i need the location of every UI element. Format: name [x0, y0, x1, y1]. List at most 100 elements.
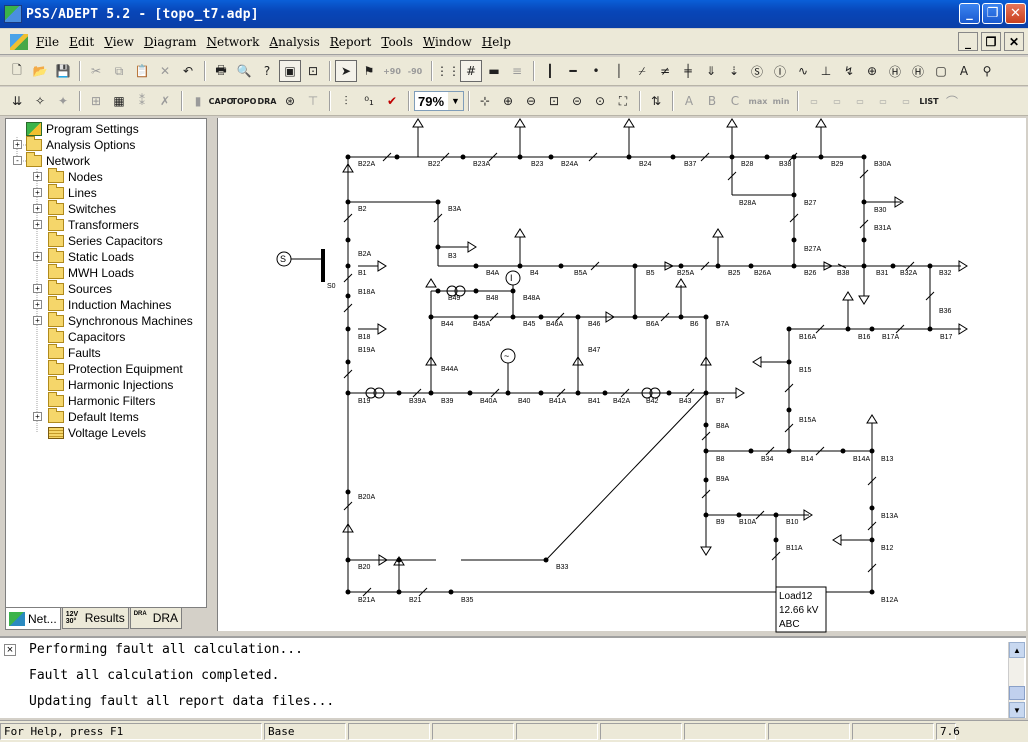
bus-label[interactable]: B17A: [882, 334, 899, 341]
bus-label[interactable]: B10A: [739, 519, 756, 526]
mwh-load-icon[interactable]: ⇣: [728, 64, 740, 78]
bus-label[interactable]: B33: [556, 564, 569, 571]
arc-flash-icon[interactable]: ⊤: [307, 94, 319, 108]
bus-label[interactable]: B42A: [613, 398, 630, 405]
bus-label[interactable]: B32: [939, 270, 952, 277]
bus-label[interactable]: B22A: [358, 161, 375, 168]
scroll-down-icon[interactable]: ▼: [1009, 702, 1025, 718]
bus-label[interactable]: B18A: [358, 289, 375, 296]
bus-label[interactable]: B19A: [358, 347, 375, 354]
show-phase-a-button[interactable]: A: [684, 94, 694, 108]
bus-label[interactable]: B30A: [874, 161, 891, 168]
result-loss-icon[interactable]: ▭: [902, 96, 910, 106]
network-check-icon[interactable]: ⫶: [344, 93, 348, 108]
reliability-icon[interactable]: ✗: [159, 94, 171, 108]
show-max-button[interactable]: max: [748, 96, 768, 106]
bus-label[interactable]: B34: [761, 456, 774, 463]
tree-item-sources[interactable]: +Sources: [33, 280, 112, 297]
menu-edit[interactable]: Edit: [69, 34, 95, 49]
mdi-restore-button[interactable]: ❐: [981, 32, 1001, 51]
result-watt-icon[interactable]: ▭: [879, 96, 887, 106]
bus-label[interactable]: B44A: [441, 366, 458, 373]
print-preview-icon[interactable]: 🔍: [236, 64, 252, 78]
tab-network[interactable]: Net...: [5, 608, 61, 630]
menu-network[interactable]: Network: [206, 34, 260, 49]
bus-label[interactable]: B32A: [900, 270, 917, 277]
close-icon[interactable]: ×: [4, 644, 16, 656]
bus-label[interactable]: B3A: [448, 206, 462, 213]
zoom-in-icon[interactable]: ⊕: [502, 94, 514, 108]
bus-label[interactable]: B43: [679, 398, 692, 405]
zoom-fit-icon[interactable]: ⊹: [479, 94, 491, 108]
bus-label[interactable]: B23: [531, 161, 544, 168]
tree-item-faults[interactable]: Faults: [48, 344, 101, 361]
bus-label[interactable]: B12: [881, 545, 894, 552]
switch-icon[interactable]: ⌿: [638, 63, 646, 78]
window-layout-icon[interactable]: ▣: [279, 60, 301, 82]
text-frame-icon[interactable]: ▢: [935, 64, 947, 78]
tree-item-network[interactable]: -Network: [13, 152, 90, 169]
select-pointer-icon[interactable]: ➤: [335, 60, 357, 82]
document-icon[interactable]: [10, 33, 28, 50]
bus-label[interactable]: B21: [409, 597, 422, 604]
bus-label[interactable]: B3: [448, 253, 457, 260]
zoom-out-icon[interactable]: ⊖: [525, 94, 537, 108]
output-scrollbar[interactable]: ▲ ▼: [1008, 642, 1025, 718]
bus-label[interactable]: S0: [327, 283, 336, 290]
result-ipu-icon[interactable]: ▭: [810, 96, 818, 106]
bus-label[interactable]: B25: [728, 270, 741, 277]
tree-item-analysis-options[interactable]: +Analysis Options: [13, 136, 135, 153]
bus-label[interactable]: B44: [441, 321, 454, 328]
tree-item-default-items[interactable]: +Default Items: [33, 408, 139, 425]
overview-icon[interactable]: ⊡: [307, 64, 319, 78]
tree-item-voltage-levels[interactable]: Voltage Levels: [48, 425, 146, 441]
arrows-icon[interactable]: ⇅: [650, 94, 662, 108]
bus-label[interactable]: B23A: [473, 161, 490, 168]
bus-label[interactable]: B9: [716, 519, 725, 526]
bus-label[interactable]: B47: [588, 347, 601, 354]
tree-item-transformers[interactable]: +Transformers: [33, 216, 139, 233]
scroll-thumb[interactable]: [1009, 686, 1025, 700]
bus-label[interactable]: B15: [799, 367, 812, 374]
bus-label[interactable]: B26A: [754, 270, 771, 277]
save-icon[interactable]: 💾: [55, 64, 71, 78]
bus-label[interactable]: B13: [881, 456, 894, 463]
bus-label[interactable]: B31: [876, 270, 889, 277]
grid-dots-icon[interactable]: ⋮⋮: [436, 64, 460, 78]
protection-icon[interactable]: ⊕: [866, 64, 878, 78]
zoom-100-icon[interactable]: ⊙: [594, 94, 606, 108]
tree-item-induction-machines[interactable]: +Induction Machines: [33, 296, 171, 313]
rotate-minus-90-button[interactable]: -90: [407, 66, 423, 76]
minimize-button[interactable]: _: [959, 3, 980, 24]
bus-label[interactable]: B20: [358, 564, 371, 571]
bus-label[interactable]: B6: [690, 321, 699, 328]
numbering-icon[interactable]: ⁰₁: [364, 94, 374, 108]
bus-label[interactable]: B12A: [881, 597, 898, 604]
result-vpu-icon[interactable]: ▭: [833, 96, 841, 106]
fault-calc-icon[interactable]: ✧: [34, 94, 46, 108]
maximize-button[interactable]: ❐: [982, 3, 1003, 24]
horizontal-bus-icon[interactable]: ━: [569, 64, 577, 78]
bus-label[interactable]: B26: [804, 270, 817, 277]
bus-label[interactable]: B19: [358, 398, 371, 405]
close-button[interactable]: ✕: [1005, 3, 1026, 24]
new-file-icon[interactable]: 🗋: [12, 62, 22, 77]
induction-machine-icon[interactable]: Ⓘ: [773, 64, 786, 79]
zoom-all-icon[interactable]: ⛶: [618, 93, 628, 108]
bus-label[interactable]: B22: [428, 161, 441, 168]
capo-button[interactable]: CAPO: [208, 96, 234, 106]
copy-icon[interactable]: ⧉: [114, 63, 124, 78]
bus-label[interactable]: B8: [716, 456, 725, 463]
print-icon[interactable]: 🖶: [215, 62, 227, 77]
tree-item-synchronous-machines[interactable]: +Synchronous Machines: [33, 312, 193, 329]
expand-icon[interactable]: +: [33, 316, 42, 325]
menu-diagram[interactable]: Diagram: [143, 34, 197, 49]
source-icon[interactable]: Ⓢ: [750, 64, 763, 79]
scroll-up-icon[interactable]: ▲: [1009, 642, 1025, 658]
menu-analysis[interactable]: Analysis: [269, 34, 320, 49]
bus-label[interactable]: B21A: [358, 597, 375, 604]
tab-results[interactable]: 12V 30° Results: [61, 608, 129, 629]
bus-label[interactable]: B7A: [716, 321, 730, 328]
menu-view[interactable]: View: [104, 34, 134, 49]
bus-label[interactable]: B38: [837, 270, 850, 277]
